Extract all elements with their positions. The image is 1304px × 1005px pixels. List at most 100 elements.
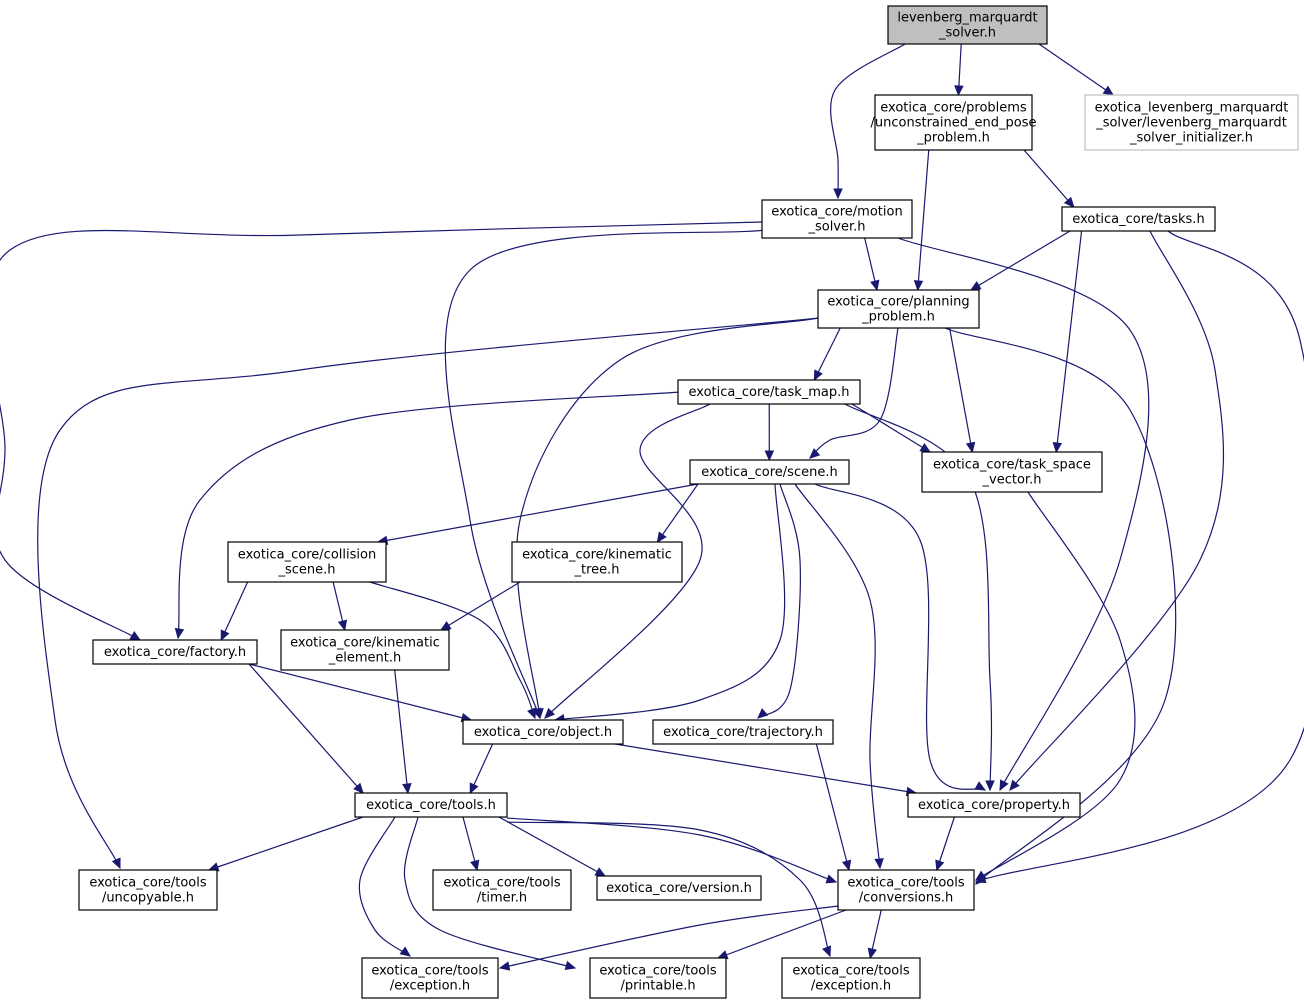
edge-tasks-to-planning_problem bbox=[969, 230, 1071, 291]
node-label-line: _vector.h bbox=[982, 473, 1042, 488]
node-label-line: exotica_core/tools bbox=[371, 964, 488, 979]
node-scene[interactable]: exotica_core/scene.h bbox=[689, 459, 850, 485]
node-tasks[interactable]: exotica_core/tasks.h bbox=[1061, 206, 1216, 232]
node-task_space_vector[interactable]: exotica_core/task_space_vector.h bbox=[921, 451, 1103, 493]
edge-line bbox=[757, 483, 801, 719]
edge-tasks-to-conversions bbox=[974, 230, 1304, 884]
edge-root-to-motion_solver bbox=[830, 43, 906, 200]
edge-line bbox=[1038, 43, 1114, 96]
arrow-head-icon bbox=[813, 369, 823, 382]
arrow-head-icon bbox=[833, 188, 843, 200]
node-label-line: exotica_core/tools.h bbox=[366, 798, 496, 813]
arrow-head-icon bbox=[111, 857, 121, 870]
node-box bbox=[874, 94, 1033, 151]
edge-line bbox=[815, 743, 850, 871]
node-label-line: exotica_core/property.h bbox=[918, 798, 1070, 813]
edge-line bbox=[506, 821, 831, 957]
arrow-head-icon bbox=[985, 780, 995, 792]
node-label-line: _solver/levenberg_marquardt bbox=[1095, 116, 1287, 131]
edge-planning_problem-to-task_map bbox=[813, 327, 841, 382]
node-trajectory[interactable]: exotica_core/trajectory.h bbox=[652, 719, 834, 745]
node-conversions[interactable]: exotica_core/tools/conversions.h bbox=[837, 869, 975, 911]
node-label-line: /timer.h bbox=[477, 891, 527, 906]
arrow-head-icon bbox=[825, 874, 838, 884]
arrow-head-icon bbox=[656, 531, 667, 544]
edge-line bbox=[813, 327, 841, 381]
edge-conversions-to-exception1 bbox=[498, 905, 839, 971]
edge-line bbox=[814, 483, 986, 791]
node-label-line: exotica_core/tools bbox=[599, 964, 716, 979]
node-planning_problem[interactable]: exotica_core/planning_problem.h bbox=[817, 289, 980, 329]
node-exception1[interactable]: exotica_core/tools/exception.h bbox=[361, 957, 499, 999]
arrow-head-icon bbox=[129, 631, 142, 641]
edge-line bbox=[544, 403, 711, 719]
node-collision_scene[interactable]: exotica_core/collision_scene.h bbox=[227, 541, 387, 583]
node-box bbox=[1061, 206, 1216, 232]
node-box bbox=[1084, 94, 1299, 151]
arrow-head-icon bbox=[822, 945, 831, 958]
node-initializer: exotica_levenberg_marquardt_solver/leven… bbox=[1084, 94, 1299, 151]
edge-line bbox=[897, 237, 1150, 791]
edge-collision_scene-to-kinematic_element bbox=[332, 581, 348, 632]
edge-layer bbox=[0, 43, 1304, 971]
node-label-line: exotica_levenberg_marquardt bbox=[1095, 101, 1289, 116]
node-kinematic_tree[interactable]: exotica_core/kinematic_tree.h bbox=[511, 541, 683, 583]
edge-task_map-to-factory bbox=[174, 391, 681, 640]
edge-planning_problem-to-uncopyable bbox=[37, 317, 821, 870]
node-box bbox=[78, 869, 218, 911]
node-box bbox=[907, 792, 1081, 818]
arrow-head-icon bbox=[527, 707, 536, 720]
arrow-head-icon bbox=[439, 620, 452, 631]
arrow-head-icon bbox=[174, 627, 185, 640]
node-timer[interactable]: exotica_core/tools/timer.h bbox=[432, 869, 572, 911]
arrow-head-icon bbox=[841, 859, 852, 872]
node-label-line: exotica_core/factory.h bbox=[104, 645, 246, 660]
edge-line bbox=[0, 221, 763, 641]
node-label-line: exotica_core/tools bbox=[89, 876, 206, 891]
edge-line bbox=[440, 581, 521, 631]
node-version[interactable]: exotica_core/version.h bbox=[596, 875, 762, 901]
node-box bbox=[432, 869, 572, 911]
node-box bbox=[652, 719, 834, 745]
edge-factory-to-object bbox=[248, 663, 473, 723]
node-root[interactable]: levenberg_marquardt_solver.h bbox=[887, 5, 1048, 45]
edge-line bbox=[656, 483, 699, 543]
edge-scene-to-collision_scene bbox=[376, 483, 699, 545]
arrow-head-icon bbox=[1063, 196, 1075, 208]
edge-line bbox=[917, 149, 930, 291]
node-box bbox=[280, 629, 450, 671]
edge-task_map-to-scene bbox=[764, 403, 775, 462]
arrow-head-icon bbox=[935, 859, 945, 872]
node-exception2[interactable]: exotica_core/tools/exception.h bbox=[781, 957, 921, 999]
node-motion_solver[interactable]: exotica_core/motion_solver.h bbox=[761, 199, 913, 239]
node-object[interactable]: exotica_core/object.h bbox=[462, 719, 624, 745]
edge-motion_solver-to-planning_problem bbox=[864, 237, 880, 292]
edge-tools-to-printable bbox=[403, 816, 577, 971]
node-property[interactable]: exotica_core/property.h bbox=[907, 792, 1081, 818]
edge-line bbox=[717, 909, 847, 959]
edge-line bbox=[444, 229, 766, 719]
node-label-line: exotica_core/tools bbox=[792, 964, 909, 979]
node-tools[interactable]: exotica_core/tools.h bbox=[354, 792, 508, 818]
arrow-head-icon bbox=[1052, 442, 1063, 454]
edge-factory-to-tools bbox=[248, 663, 364, 794]
node-printable[interactable]: exotica_core/tools/printable.h bbox=[589, 957, 727, 999]
node-uncopyable[interactable]: exotica_core/tools/uncopyable.h bbox=[78, 869, 218, 911]
edge-collision_scene-to-object bbox=[369, 581, 536, 720]
node-unconstrained[interactable]: exotica_core/problems/unconstrained_end_… bbox=[871, 94, 1037, 151]
node-kinematic_element[interactable]: exotica_core/kinematic_element.h bbox=[280, 629, 450, 671]
edge-line bbox=[220, 581, 249, 641]
node-label-line: exotica_core/scene.h bbox=[701, 465, 837, 480]
arrow-head-icon bbox=[969, 281, 982, 291]
edge-line bbox=[851, 403, 931, 453]
arrow-head-icon bbox=[919, 442, 932, 453]
edge-unconstrained-to-tasks bbox=[1023, 149, 1075, 208]
edge-scene-to-kinematic_tree bbox=[656, 483, 699, 544]
edge-tools-to-version bbox=[498, 816, 607, 877]
node-box bbox=[462, 719, 624, 745]
edge-collision_scene-to-factory bbox=[220, 581, 249, 642]
edge-line bbox=[498, 816, 606, 877]
node-task_map[interactable]: exotica_core/task_map.h bbox=[677, 379, 861, 405]
node-factory[interactable]: exotica_core/factory.h bbox=[92, 639, 258, 665]
edge-tasks-to-task_space_vector bbox=[1052, 230, 1083, 454]
